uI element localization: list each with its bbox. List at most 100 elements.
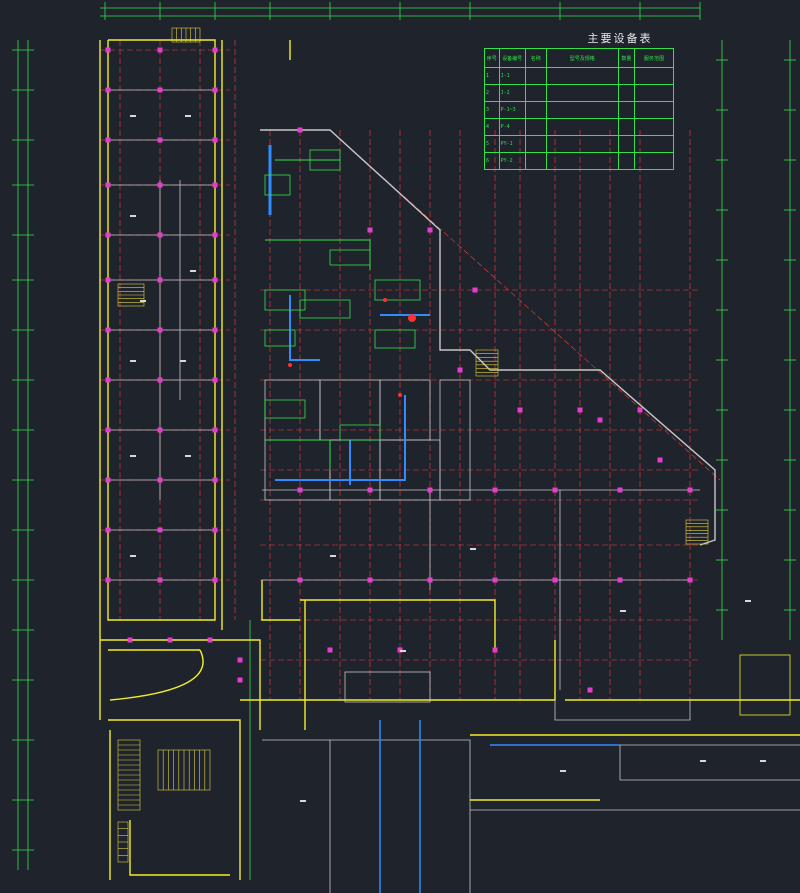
- valve-marker: [408, 314, 416, 322]
- table-cell: 6: [484, 152, 500, 170]
- column-marker: [157, 232, 163, 238]
- table-cell: [524, 152, 547, 170]
- table-cell: [617, 67, 635, 85]
- table-header-cell: 名称: [524, 48, 547, 68]
- column-marker: [552, 487, 558, 493]
- table-cell: 4: [484, 118, 500, 136]
- column-marker: [157, 87, 163, 93]
- dimension-lines: [12, 2, 796, 880]
- table-cell: J-2: [498, 84, 526, 102]
- room-tag: [140, 300, 146, 302]
- column-marker: [212, 232, 218, 238]
- column-marker: [105, 137, 111, 143]
- wall-fragment: [108, 719, 241, 880]
- partition-wall: [262, 739, 471, 893]
- column-marker: [237, 657, 243, 663]
- column-marker: [157, 427, 163, 433]
- table-cell: [524, 84, 547, 102]
- table-cell: [524, 118, 547, 136]
- room-tag: [190, 270, 196, 272]
- hvac-unit: [264, 174, 291, 196]
- column-marker: [297, 127, 303, 133]
- room-tag: [130, 215, 136, 217]
- table-cell: [545, 101, 619, 119]
- room-tag: [400, 650, 406, 652]
- column-marker: [212, 527, 218, 533]
- table-cell: 3: [484, 101, 500, 119]
- equipment-table-title: 主要设备表: [587, 32, 653, 45]
- room-labels: [130, 115, 766, 802]
- room-tag: [130, 455, 136, 457]
- room-tag: [330, 555, 336, 557]
- table-cell: 1: [484, 67, 500, 85]
- table-header-cell: 数量: [617, 48, 635, 68]
- column-marker: [492, 647, 498, 653]
- valve-marker: [288, 363, 292, 367]
- table-cell: [545, 135, 619, 153]
- table-cell: PY-1: [498, 135, 526, 153]
- pipe-run: [265, 439, 331, 470]
- column-marker: [492, 577, 498, 583]
- table-cell: [633, 101, 675, 119]
- grid-axis-diagonal: [329, 129, 721, 481]
- column-marker: [212, 577, 218, 583]
- column-marker: [212, 377, 218, 383]
- column-marker: [157, 182, 163, 188]
- column-marker: [157, 577, 163, 583]
- table-cell: [524, 135, 547, 153]
- room-outline: [439, 379, 471, 501]
- column-marker: [207, 637, 213, 643]
- column-marker: [157, 47, 163, 53]
- duct-run: [289, 295, 320, 361]
- stair-outline: [685, 519, 709, 545]
- room-outline: [344, 671, 431, 703]
- column-marker: [427, 577, 433, 583]
- wall-fragment: [129, 820, 230, 876]
- column-marker: [105, 182, 111, 188]
- duct-run: [275, 395, 406, 481]
- valve-marker: [398, 393, 402, 397]
- table-cell: [617, 84, 635, 102]
- room-tag: [560, 770, 566, 772]
- room-tag: [130, 360, 136, 362]
- hvac-unit: [374, 329, 416, 349]
- room-tag: [300, 800, 306, 802]
- table-cell: 5: [484, 135, 500, 153]
- room-tag: [180, 360, 186, 362]
- room-tag: [745, 600, 751, 602]
- wall-west-block: [107, 39, 216, 621]
- table-cell: [617, 118, 635, 136]
- valve-marker: [383, 298, 387, 302]
- column-marker: [157, 527, 163, 533]
- table-header-row: 序号 设备编号 名称 型号及规格 数量 服务范围: [484, 48, 675, 68]
- table-cell: [633, 84, 675, 102]
- column-marker: [105, 427, 111, 433]
- column-marker: [157, 377, 163, 383]
- table-row: 5 PY-1: [484, 135, 675, 153]
- column-marker: [212, 277, 218, 283]
- table-cell: [633, 152, 675, 170]
- hvac-equipment: [264, 145, 620, 893]
- table-row: 2 J-2: [484, 84, 675, 102]
- column-marker: [517, 407, 523, 413]
- column-marker: [687, 487, 693, 493]
- partition-wall: [554, 700, 691, 721]
- table-row: 6 PY-2: [484, 152, 675, 170]
- table-row: 1 J-1: [484, 67, 675, 85]
- column-marker: [212, 87, 218, 93]
- room-tag: [130, 555, 136, 557]
- column-marker: [297, 487, 303, 493]
- column-marker: [157, 477, 163, 483]
- table-cell: [524, 67, 547, 85]
- column-marker: [127, 637, 133, 643]
- table-cell: [633, 118, 675, 136]
- column-marker: [637, 407, 643, 413]
- table-cell: [617, 101, 635, 119]
- table-cell: [545, 152, 619, 170]
- column-marker: [105, 47, 111, 53]
- column-marker: [157, 327, 163, 333]
- table-cell: [545, 67, 619, 85]
- table-cell: J-1: [498, 67, 526, 85]
- building-walls: [99, 39, 800, 880]
